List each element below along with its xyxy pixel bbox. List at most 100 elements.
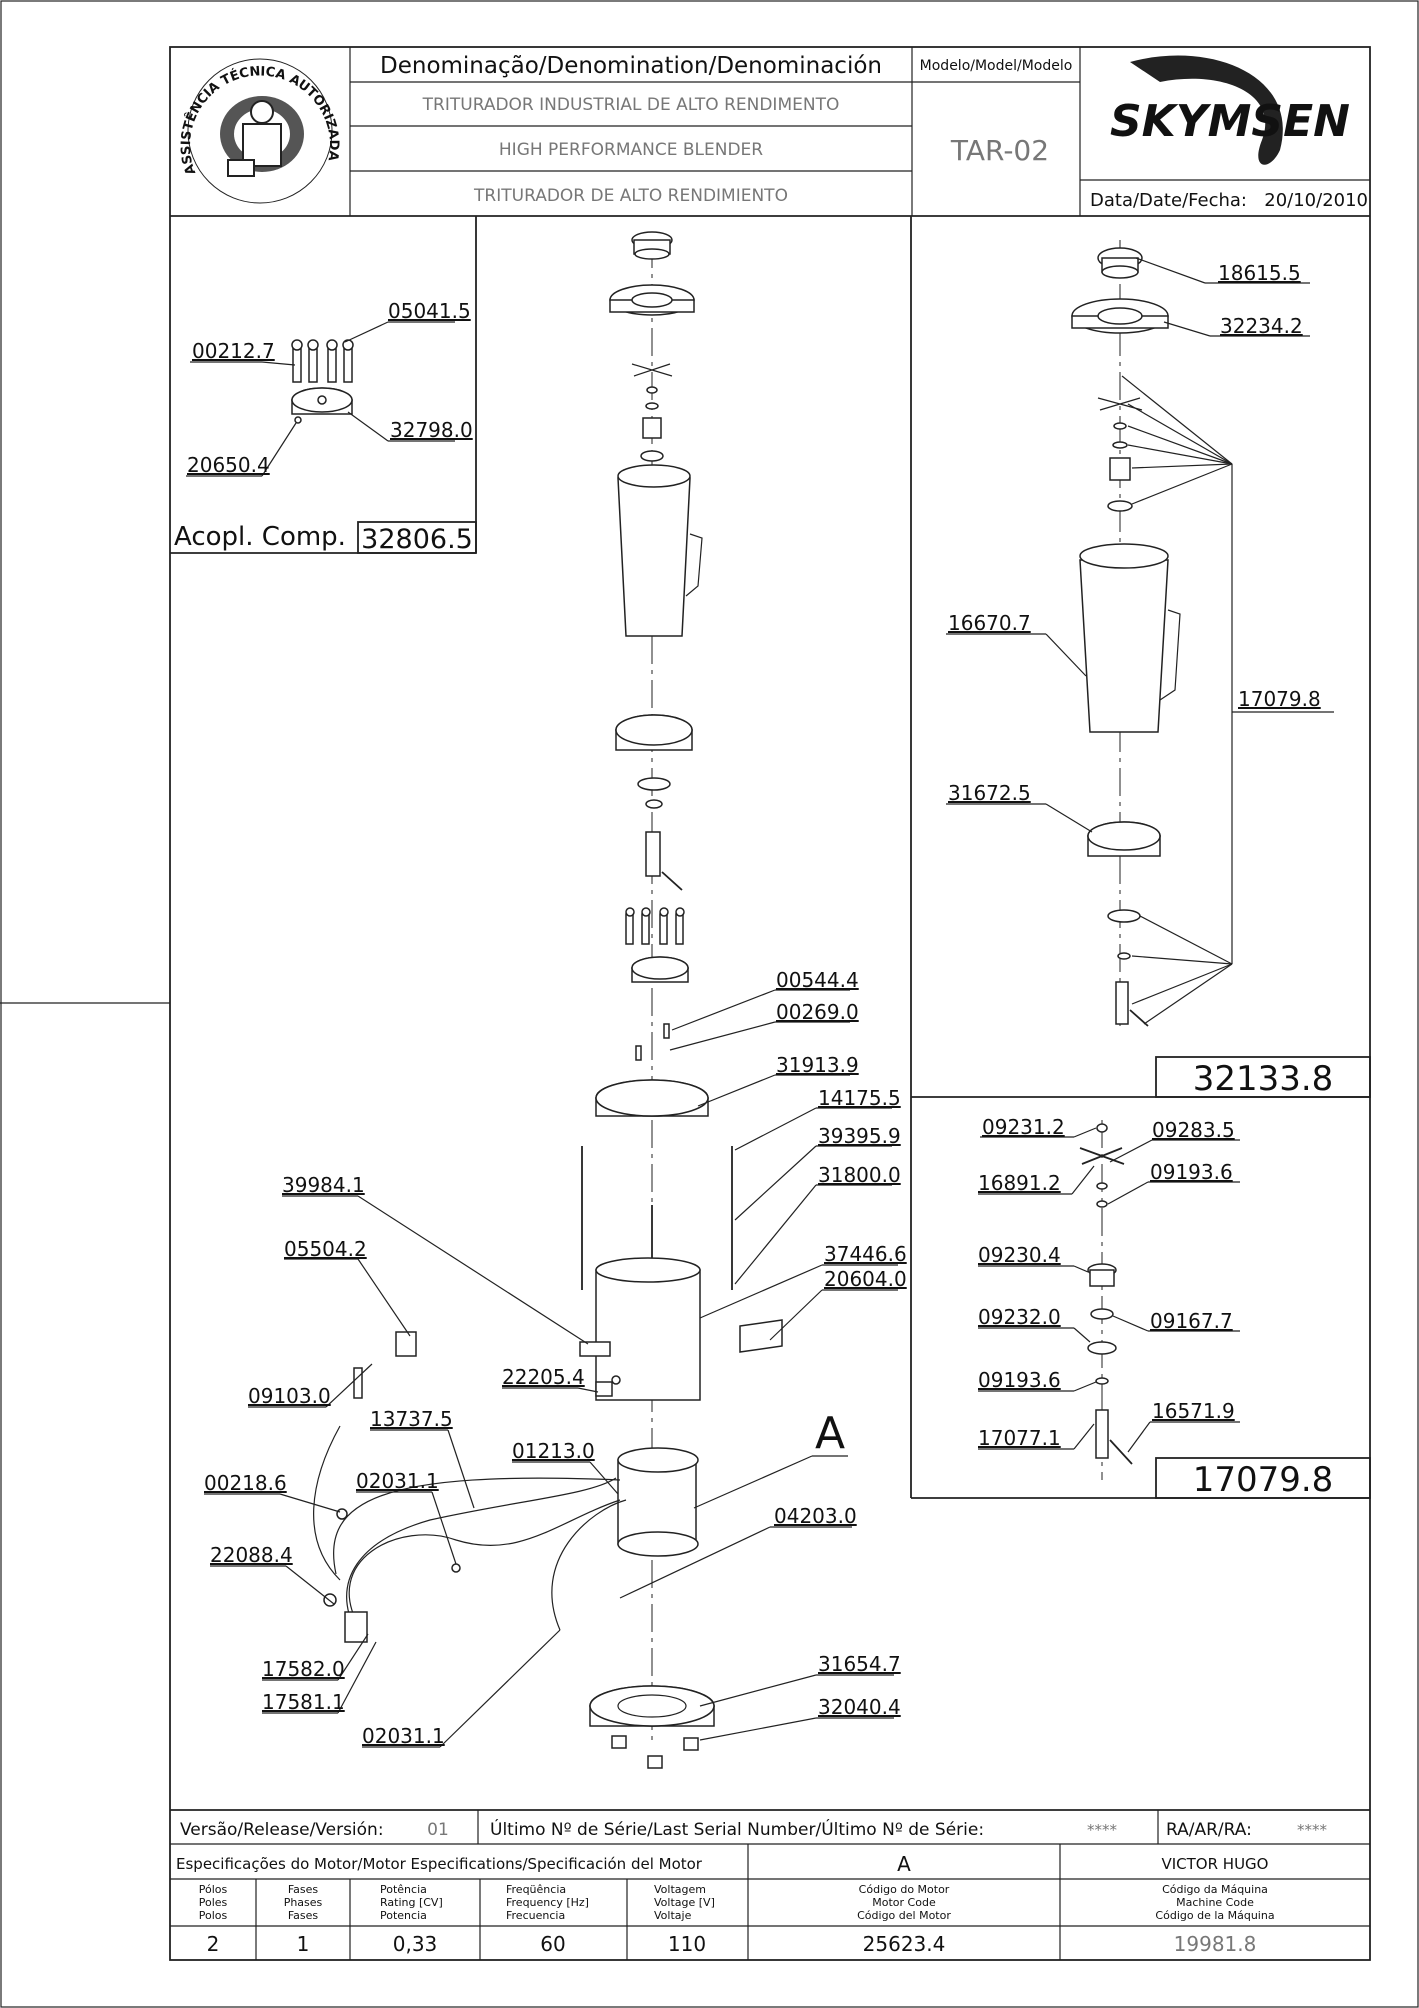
blade-group-leaders bbox=[1121, 375, 1334, 1025]
part-label-00544-4: 00544.4 bbox=[776, 968, 859, 992]
part-label-14175-5: 14175.5 bbox=[818, 1086, 901, 1110]
ra-value: **** bbox=[1297, 1821, 1328, 1839]
svg-text:Machine Code: Machine Code bbox=[1176, 1896, 1254, 1909]
part-label-01213-0: 01213.0 bbox=[512, 1439, 595, 1463]
ra-label: RA/AR/RA: bbox=[1166, 1820, 1252, 1840]
part-label-17079-8-group: 17079.8 bbox=[1238, 687, 1321, 711]
part-label-20604-0: 20604.0 bbox=[824, 1267, 907, 1291]
part-label-16670-7: 16670.7 bbox=[948, 611, 1031, 635]
part-label-09230-4: 09230.4 bbox=[978, 1243, 1061, 1267]
denomination-heading: Denominação/Denomination/Denominación bbox=[380, 53, 882, 79]
part-label-32234-2: 32234.2 bbox=[1220, 314, 1303, 338]
poles-value: 2 bbox=[207, 1932, 220, 1956]
date-value: 20/10/2010 bbox=[1264, 190, 1368, 211]
main-exploded-view: 00544.4 00269.0 31913.9 14175.5 39395.9 … bbox=[204, 231, 907, 1769]
footer-block: Versão/Release/Versión: 01 Último Nº de … bbox=[170, 1809, 1370, 1960]
version-label: Versão/Release/Versión: bbox=[180, 1820, 384, 1840]
name-en: HIGH PERFORMANCE BLENDER bbox=[499, 140, 763, 160]
svg-text:Código da Máquina: Código da Máquina bbox=[1162, 1883, 1268, 1896]
part-label-05041-5: 05041.5 bbox=[388, 299, 471, 323]
spec-col-motor-code: Código do Motor Motor Code Código del Mo… bbox=[857, 1883, 951, 1956]
svg-text:Potência: Potência bbox=[380, 1883, 427, 1896]
svg-text:Freqüência: Freqüência bbox=[506, 1883, 566, 1896]
serial-label: Último Nº de Série/Last Serial Number/Úl… bbox=[490, 1818, 984, 1840]
part-label-31654-7: 31654.7 bbox=[818, 1652, 901, 1676]
part-label-31913-9: 31913.9 bbox=[776, 1053, 859, 1077]
part-label-09232-0: 09232.0 bbox=[978, 1305, 1061, 1329]
motor-code-value: 25623.4 bbox=[863, 1932, 946, 1956]
svg-text:Voltage [V]: Voltage [V] bbox=[654, 1896, 715, 1909]
part-label-02031-1a: 02031.1 bbox=[356, 1469, 439, 1493]
part-label-32040-4: 32040.4 bbox=[818, 1695, 901, 1719]
spec-col-machine-code: Código da Máquina Machine Code Código de… bbox=[1155, 1883, 1274, 1956]
model-heading: Modelo/Model/Modelo bbox=[920, 58, 1073, 74]
spec-col-frequency: Freqüência Frequency [Hz] Frecuencia 60 bbox=[506, 1883, 589, 1956]
frequency-value: 60 bbox=[540, 1932, 565, 1956]
detail-a-label: A bbox=[815, 1408, 845, 1459]
part-label-09167-7: 09167.7 bbox=[1150, 1309, 1233, 1333]
voltage-value: 110 bbox=[668, 1932, 706, 1956]
blade-assembly-drawing bbox=[1079, 1120, 1133, 1480]
title-block: Denominação/Denomination/Denominación TR… bbox=[170, 47, 1370, 217]
part-label-17582-0: 17582.0 bbox=[262, 1657, 345, 1681]
part-label-17077-1: 17077.1 bbox=[978, 1426, 1061, 1450]
spec-col-rating: Potência Rating [CV] Potencia 0,33 bbox=[380, 1883, 443, 1956]
svg-text:Fases: Fases bbox=[288, 1909, 319, 1922]
coupling-label: Acopl. Comp. bbox=[174, 522, 346, 552]
svg-text:Código del Motor: Código del Motor bbox=[857, 1909, 951, 1922]
part-label-17581-1: 17581.1 bbox=[262, 1690, 345, 1714]
author-name: VICTOR HUGO bbox=[1161, 1855, 1268, 1873]
blade-assembly-detail: 17079.8 09231.2 09283.5 16891.2 09193.6 … bbox=[911, 1115, 1371, 1500]
coupling-detail: Acopl. Comp. 32806.5 05041.5 00212.7 327… bbox=[170, 216, 477, 555]
brand-logo: SKYMSEN bbox=[1110, 55, 1350, 165]
brand-wordmark: SKYMSEN bbox=[1110, 96, 1350, 147]
part-label-18615-5: 18615.5 bbox=[1218, 261, 1301, 285]
version-value: 01 bbox=[427, 1820, 449, 1840]
date-label: Data/Date/Fecha: bbox=[1090, 190, 1247, 211]
part-label-00212-7: 00212.7 bbox=[192, 339, 275, 363]
svg-text:Código do Motor: Código do Motor bbox=[859, 1883, 950, 1896]
name-es: TRITURADOR DE ALTO RENDIMIENTO bbox=[473, 186, 788, 206]
part-label-09283-5: 09283.5 bbox=[1152, 1118, 1235, 1142]
svg-text:Frequency [Hz]: Frequency [Hz] bbox=[506, 1896, 589, 1909]
part-label-02031-1b: 02031.1 bbox=[362, 1724, 445, 1748]
part-label-09103-0: 09103.0 bbox=[248, 1384, 331, 1408]
part-label-16571-9: 16571.9 bbox=[1152, 1399, 1235, 1423]
jar-assembly-detail: 32133.8 18615.5 bbox=[910, 216, 1371, 1498]
part-label-39984-1: 39984.1 bbox=[282, 1173, 365, 1197]
spec-col-voltage: Voltagem Voltage [V] Voltaje 110 bbox=[654, 1883, 715, 1956]
part-label-20650-4: 20650.4 bbox=[187, 453, 270, 477]
svg-text:Potencia: Potencia bbox=[380, 1909, 427, 1922]
svg-text:Polos: Polos bbox=[199, 1909, 228, 1922]
rating-value: 0,33 bbox=[393, 1932, 438, 1956]
motor-variant: A bbox=[897, 1852, 911, 1876]
part-label-00218-6: 00218.6 bbox=[204, 1471, 287, 1495]
part-label-31800-0: 31800.0 bbox=[818, 1163, 901, 1187]
svg-text:Pólos: Pólos bbox=[199, 1883, 228, 1896]
jar-assembly-code: 32133.8 bbox=[1193, 1059, 1334, 1099]
part-label-09231-2: 09231.2 bbox=[982, 1115, 1065, 1139]
coupling-code: 32806.5 bbox=[361, 524, 473, 555]
part-label-09193-6b: 09193.6 bbox=[978, 1368, 1061, 1392]
name-pt: TRITURADOR INDUSTRIAL DE ALTO RENDIMENTO bbox=[422, 95, 840, 115]
svg-text:Frecuencia: Frecuencia bbox=[506, 1909, 565, 1922]
svg-text:Motor Code: Motor Code bbox=[872, 1896, 936, 1909]
part-label-32798-0: 32798.0 bbox=[390, 418, 473, 442]
part-label-00269-0: 00269.0 bbox=[776, 1000, 859, 1024]
part-label-31672-5: 31672.5 bbox=[948, 781, 1031, 805]
motor-spec-label: Especificações do Motor/Motor Especifica… bbox=[176, 1855, 703, 1873]
main-parts-drawing bbox=[313, 231, 783, 1769]
service-seal-logo: ASSISTÊNCIA TÉCNICA AUTORIZADA bbox=[179, 58, 341, 204]
part-label-37446-6: 37446.6 bbox=[824, 1242, 907, 1266]
svg-text:Fases: Fases bbox=[288, 1883, 319, 1896]
part-label-13737-5: 13737.5 bbox=[370, 1407, 453, 1431]
svg-text:Poles: Poles bbox=[199, 1896, 228, 1909]
spec-col-phases: Fases Phases Fases 1 bbox=[284, 1883, 323, 1956]
svg-text:Phases: Phases bbox=[284, 1896, 323, 1909]
part-label-22205-4: 22205.4 bbox=[502, 1365, 585, 1389]
drawing-frame bbox=[169, 46, 1371, 1961]
blade-assembly-code: 17079.8 bbox=[1193, 1460, 1334, 1500]
